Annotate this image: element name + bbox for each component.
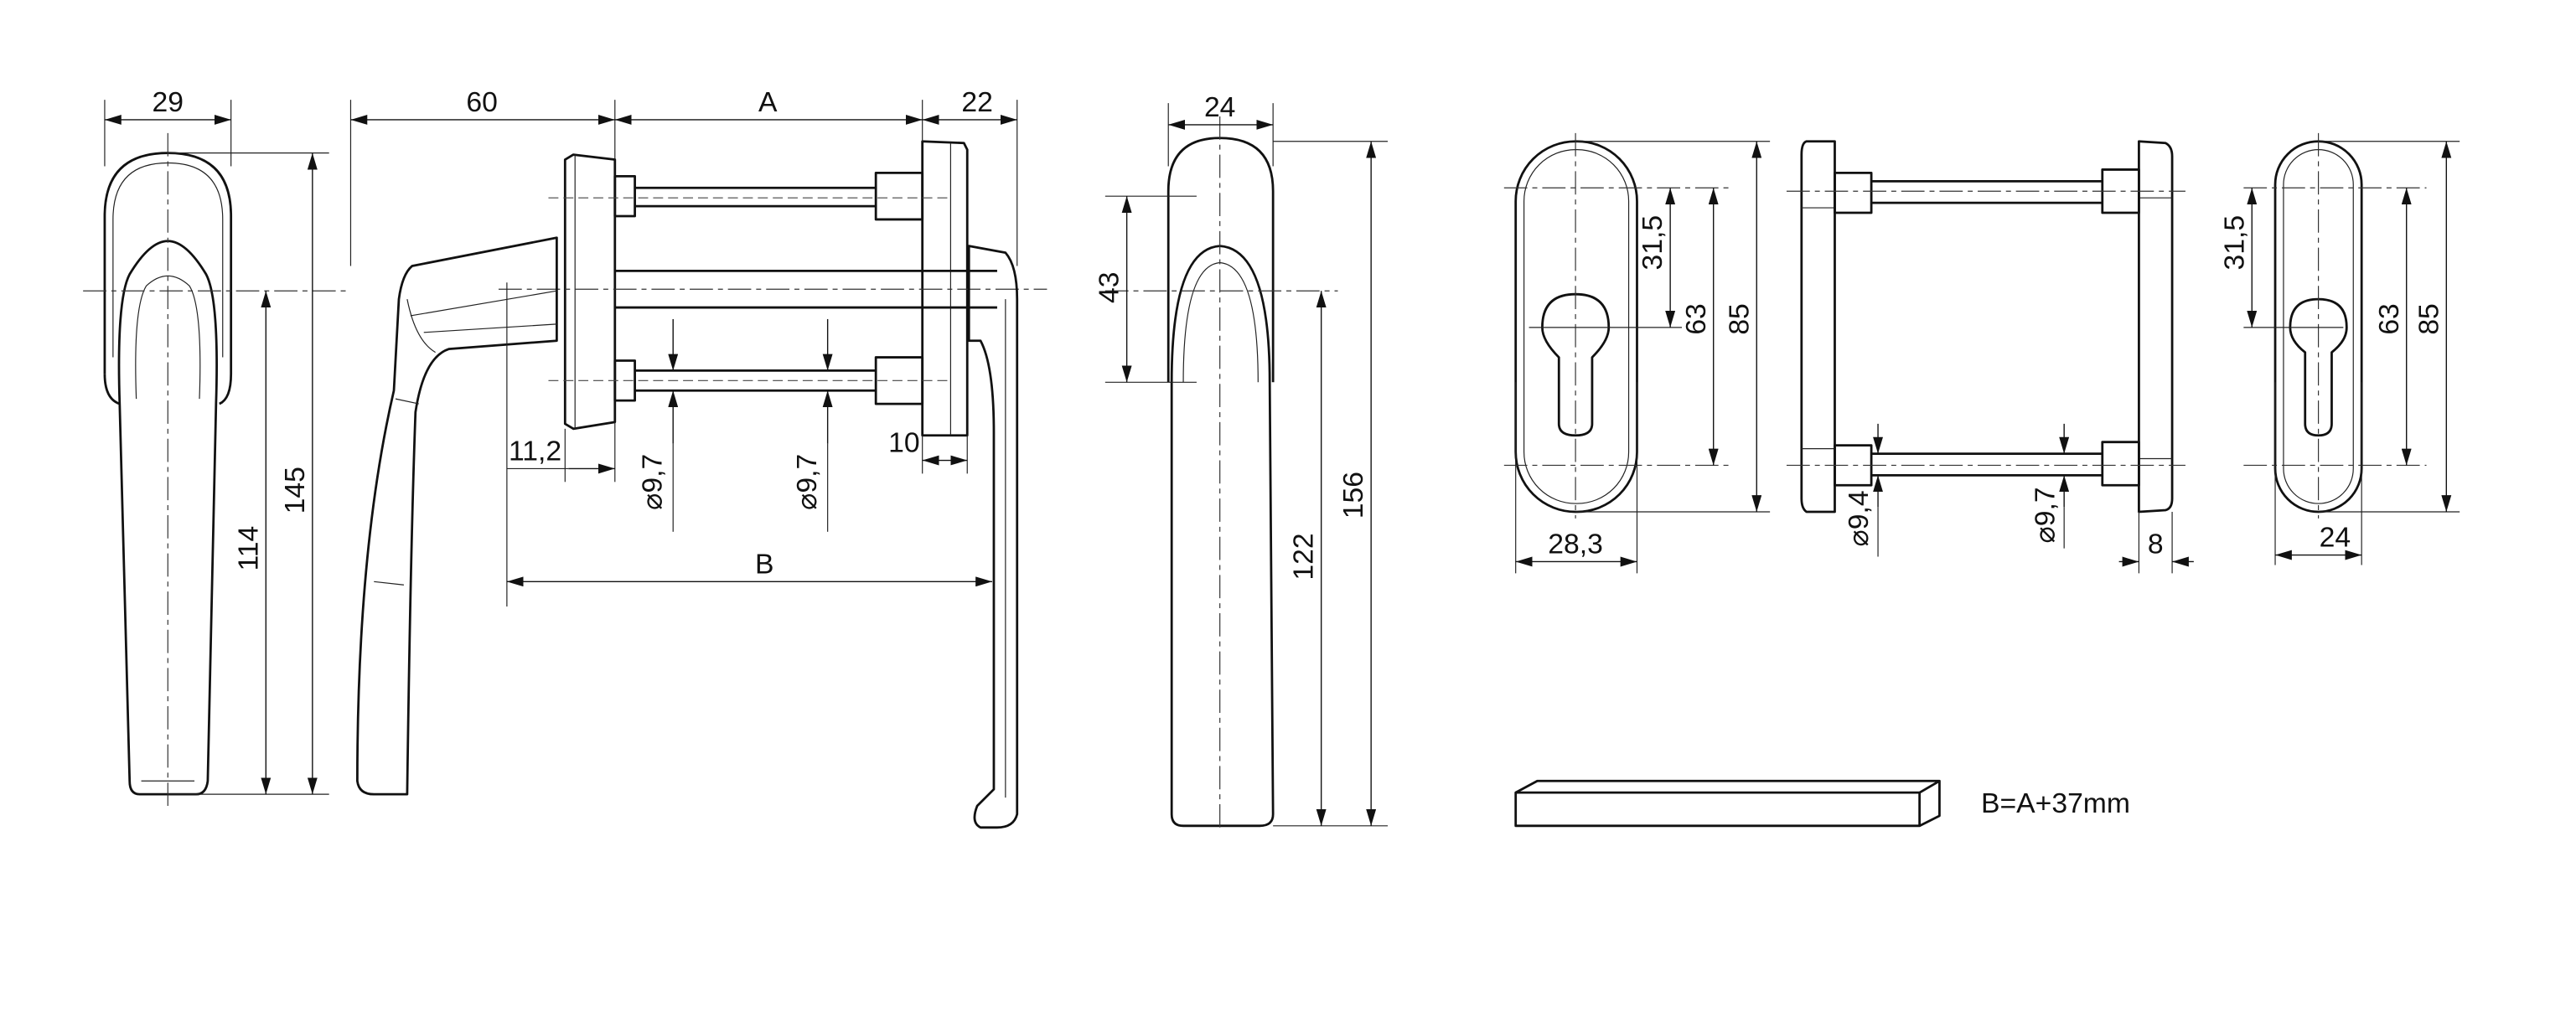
dim-screw-spacing-63: 63 [2373,303,2405,335]
dim-offset-31-5: 31,5 [2218,215,2250,271]
handle-side-view: 60 A 22 11,2 10 ⌀9,7 ⌀9,7 B [349,86,1047,829]
handle-side-view-2: 24 43 122 156 [1094,91,1388,831]
dim-rose-depth-22: 22 [961,86,992,118]
escutcheon-front-view: 31,5 63 85 28,3 [1503,132,1771,574]
formula-b-equals-a-plus-37: B=A+37mm [1981,787,2130,819]
dim-plate-depth-8: 8 [2148,529,2164,560]
dim-screw-diameter-9-4: ⌀9,4 [1843,490,1875,546]
dim-width-24: 24 [1204,91,1236,123]
dim-screw-diameter-9-7: ⌀9,7 [2029,487,2061,543]
dim-spindle-height-43: 43 [1094,272,1125,304]
handle-front-view: 29 145 114 [83,86,349,807]
dim-door-thickness-a: A [758,86,778,118]
dim-screw-diameter-right: ⌀9,7 [791,454,823,510]
dim-width-28-3: 28,3 [1548,529,1603,560]
dim-lever-height-122: 122 [1288,533,1320,580]
dim-height-85: 85 [1723,303,1755,335]
escutcheon-side-view: ⌀9,4 ⌀9,7 8 [1786,140,2194,574]
dim-width-24: 24 [2320,522,2351,554]
dim-height-85: 85 [2413,303,2444,335]
dim-height-145: 145 [279,467,311,514]
dim-height-114: 114 [232,526,264,571]
dim-screw-spacing-63: 63 [1680,303,1712,335]
spindle-bar [1514,779,1941,828]
escutcheon-back-view: 31,5 63 85 24 [2218,132,2460,565]
dim-lever-span-b: B [755,548,773,580]
dim-offset-10: 10 [888,427,920,459]
dim-screw-diameter-left: ⌀9,7 [636,454,668,510]
dim-total-height-156: 156 [1337,472,1369,519]
dim-lever-projection-60: 60 [466,86,498,118]
dim-offset-31-5: 31,5 [1637,215,1668,271]
dim-offset-11-2: 11,2 [509,436,561,467]
dim-width-29: 29 [153,86,184,118]
